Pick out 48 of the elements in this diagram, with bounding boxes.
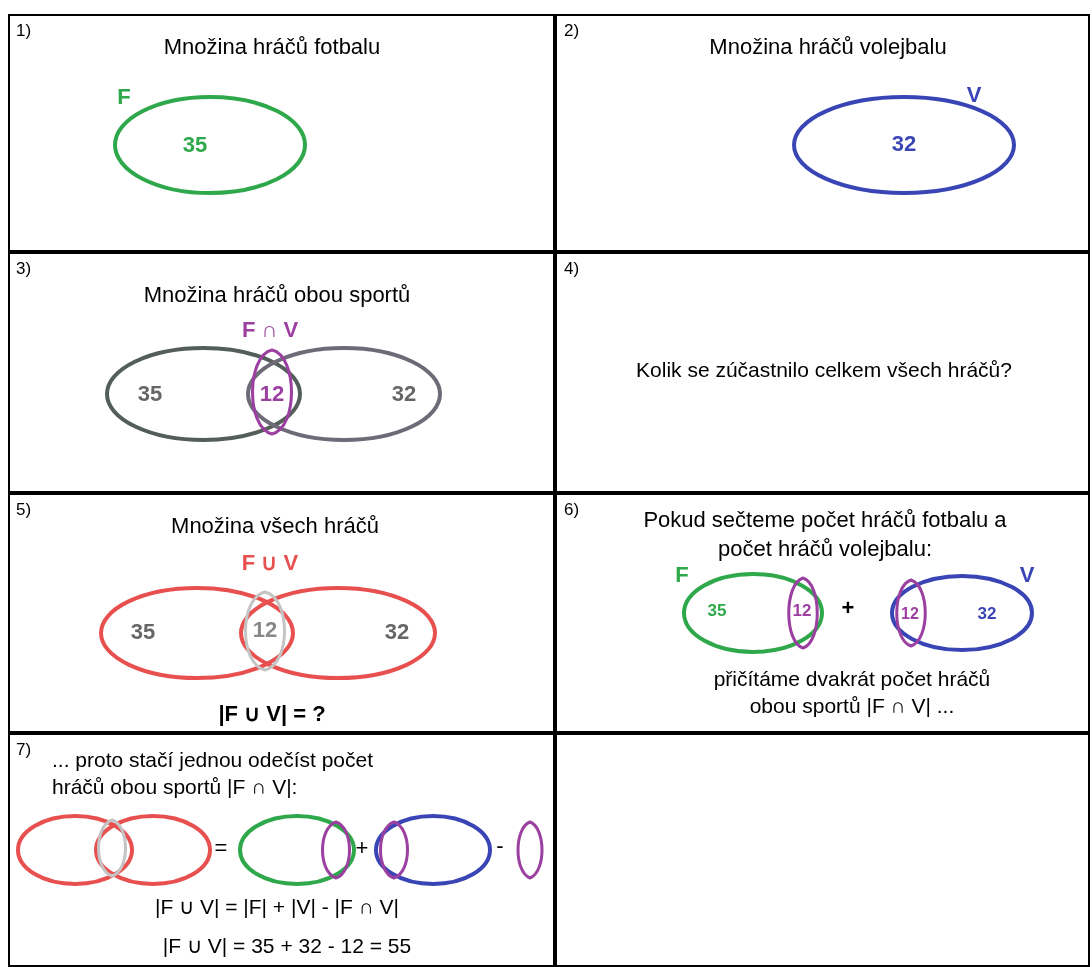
operator: +: [355, 833, 369, 862]
panel-number: 1): [16, 20, 32, 42]
panel-title: Pokud sečteme počet hráčů fotbalu a počet hráčů volejbalu:: [642, 506, 1008, 563]
panel-title: Množina všech hráčů: [171, 511, 379, 540]
set-label: F ∩ V: [241, 315, 299, 344]
panel-number: 3): [16, 258, 32, 280]
set-count: 12: [901, 603, 919, 624]
set-label: F: [117, 82, 131, 111]
set-count: 32: [384, 617, 410, 646]
set-count: 35: [130, 617, 156, 646]
panel-title: Množina hráčů fotbalu: [163, 32, 381, 61]
formula: |F ∪ V| = ?: [218, 699, 326, 728]
set-count: 35: [182, 130, 208, 159]
set-label: V: [966, 80, 982, 109]
set-count: 12: [792, 599, 812, 622]
operator: -: [496, 831, 504, 860]
set-count: 35: [137, 379, 163, 408]
formula: |F ∪ V| = 35 + 32 - 12 = 55: [162, 933, 412, 960]
panel-title: Množina hráčů volejbalu: [709, 32, 947, 61]
panel: [8, 252, 555, 493]
note-text: ... proto stačí jednou odečíst počet hráčů obou sportů |F ∩ V|:: [52, 747, 375, 801]
panel: [555, 733, 1090, 967]
panel-number: 7): [16, 739, 32, 761]
panel: [555, 252, 1090, 493]
panel: [8, 14, 555, 252]
formula: |F ∪ V| = |F| + |V| - |F ∩ V|: [154, 894, 400, 921]
note-text: přičítáme dvakrát počet hráčů obou sportů |F ∩ V| ...: [712, 665, 992, 719]
set-count: 32: [391, 379, 417, 408]
operator: +: [841, 593, 855, 622]
set-count: 35: [707, 599, 727, 622]
panel: [555, 14, 1090, 252]
panel-title: Množina hráčů obou sportů: [143, 280, 411, 309]
set-label: F ∪ V: [241, 548, 299, 577]
set-count: 12: [252, 615, 278, 644]
question-text: Kolik se zúčastnilo celkem všech hráčů?: [636, 357, 1012, 384]
set-count: 12: [259, 379, 285, 408]
set-label: F: [675, 560, 689, 589]
panel: [555, 493, 1090, 733]
set-count: 32: [891, 129, 917, 158]
set-label: V: [1019, 560, 1035, 589]
panel-number: 6): [564, 499, 580, 521]
panel: [8, 493, 555, 733]
operator: =: [214, 833, 228, 862]
panel-number: 5): [16, 499, 32, 521]
panel-number: 2): [564, 20, 580, 42]
panel-number: 4): [564, 258, 580, 280]
set-count: 32: [977, 602, 997, 625]
panel: [8, 733, 555, 967]
